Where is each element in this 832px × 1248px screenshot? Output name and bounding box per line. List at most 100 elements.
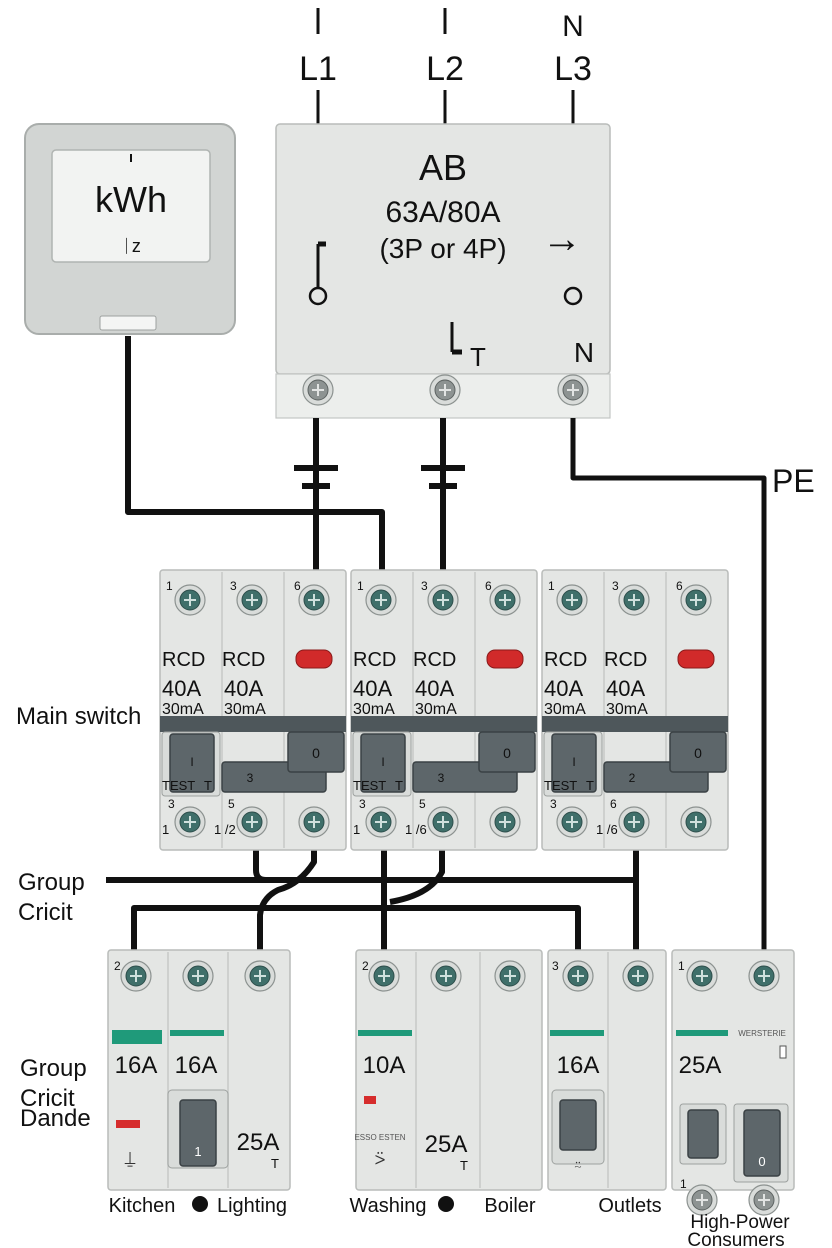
rcd-handle-mark: I	[572, 755, 575, 769]
rcd-test-button[interactable]	[486, 649, 524, 669]
mcb-left-t: T	[271, 1156, 279, 1171]
rcd-bottom-num: 3	[359, 797, 366, 811]
svg-text:WERSTERIE: WERSTERIE	[738, 1029, 786, 1038]
rcd-handle-mark: 2	[629, 771, 636, 785]
rcd-test-label: TEST	[162, 778, 195, 793]
rcd-top-num: 6	[485, 579, 492, 593]
rcd-rating-b: 40A	[224, 676, 263, 701]
rcd-top-num: 1	[166, 579, 173, 593]
rcd-handle-mark: 3	[247, 771, 254, 785]
main-breaker: AB 63A/80A (3P or 4P) → T N	[275, 123, 611, 419]
rcd-handle-1[interactable]	[169, 733, 215, 793]
top-mark-n: N	[562, 10, 584, 43]
mcb-middle-rating-2: 25A	[425, 1131, 468, 1158]
rcd-terminal-num: 1	[162, 822, 169, 837]
circuit-consumers: Consumers	[687, 1230, 784, 1248]
mcb-block-right: 3 16A ⍨ Outlets	[547, 949, 667, 1217]
phase-label-l2: L2	[426, 50, 464, 88]
mcb-block-left: 2 16A 16A 1 25A T ⍊ Kitchen Lighting	[107, 949, 291, 1217]
rcd-sensitivity-a: 30mA	[162, 701, 204, 718]
main-breaker-terminal-l1	[302, 374, 334, 406]
rcd-top-num: 6	[676, 579, 683, 593]
mcb-far-handle-mark: 0	[758, 1154, 765, 1169]
rcd-handle-1[interactable]	[551, 733, 597, 793]
rcd-rating-b: 40A	[415, 676, 454, 701]
rcd-label-b: RCD	[604, 649, 647, 671]
rcd-sensitivity-b: 30mA	[415, 701, 457, 718]
mcb-far-rating-1: 25A	[679, 1052, 722, 1079]
rcd-test-button[interactable]	[295, 649, 333, 669]
rcd-label-a: RCD	[162, 649, 205, 671]
mcb-middle-top-num: 2	[362, 959, 369, 973]
rcd-label-a: RCD	[353, 649, 396, 671]
rcd-handle-3[interactable]	[287, 731, 345, 773]
rcd-handle-mark: 0	[312, 745, 320, 761]
mcb-block-far: 1 WERSTERIE 25A 0 1 High-Power Consumers	[671, 949, 795, 1248]
rcd-t-label: T	[395, 778, 403, 793]
main-breaker-terminal-l2	[429, 374, 461, 406]
meter-pulse-mark: ᛁz	[121, 236, 141, 256]
rcd-terminal-num: 1 /2	[214, 822, 236, 837]
rcd-handle-1[interactable]	[360, 733, 406, 793]
rcd-t-label: T	[204, 778, 212, 793]
rcd-test-button[interactable]	[677, 649, 715, 669]
circuit-high-power: High-Power	[690, 1212, 790, 1233]
mcb-right-top-num: 3	[552, 959, 559, 973]
mcb-far-handle-2[interactable]	[743, 1109, 781, 1177]
mcb-far-top-num: 1	[678, 959, 685, 973]
phase-label-l1: L1	[299, 50, 337, 88]
main-breaker-arrow: →	[542, 217, 582, 261]
group-circuit-label-1: Group	[18, 869, 85, 896]
mcb-left-rating-2: 16A	[175, 1052, 218, 1079]
mcb-left-rating-1: 16A	[115, 1052, 158, 1079]
mcb-left-handle-mark: 1	[194, 1144, 201, 1159]
main-breaker-rating: 63A/80A	[385, 196, 500, 229]
rcd-bottom-num: 5	[228, 797, 235, 811]
rcd-top-num: 3	[230, 579, 237, 593]
main-breaker-poles: (3P or 4P)	[379, 233, 506, 264]
mcb-far-bottom-num: 1	[680, 1177, 687, 1191]
mcb-left-top-num: 2	[114, 959, 121, 973]
circuit-outlets: Outlets	[598, 1195, 661, 1217]
rcd-terminal-num: 1 /6	[596, 822, 618, 837]
main-breaker-terminal-n	[557, 374, 589, 406]
main-breaker-neutral: N	[574, 337, 594, 368]
wiring	[106, 336, 767, 975]
mcb-middle-rating-1: 10A	[363, 1052, 406, 1079]
mcb-left-handle[interactable]	[179, 1099, 217, 1167]
rcd-sensitivity-a: 30mA	[353, 701, 395, 718]
mcb-far-handle-1[interactable]	[687, 1109, 719, 1159]
rcd-sensitivity-b: 30mA	[606, 701, 648, 718]
rcd-top-num: 1	[357, 579, 364, 593]
rcd-bottom-num: 6	[610, 797, 617, 811]
rcd-handle-3[interactable]	[478, 731, 536, 773]
rcd-sensitivity-b: 30mA	[224, 701, 266, 718]
svg-text:⍊: ⍊	[125, 1148, 136, 1168]
rcd-test-label: TEST	[353, 778, 386, 793]
rcd-rating-a: 40A	[162, 676, 201, 701]
rcd-bottom-num: 5	[419, 797, 426, 811]
rcd-sensitivity-a: 30mA	[544, 701, 586, 718]
rcd-top-num: 6	[294, 579, 301, 593]
energy-meter: kWh ᛁz	[24, 123, 236, 335]
group-dande-label-3: Dande	[20, 1105, 91, 1132]
circuit-kitchen: Kitchen	[109, 1195, 176, 1217]
mcb-right-handle[interactable]	[559, 1099, 597, 1151]
circuit-washing: Washing	[349, 1195, 426, 1217]
rcd-top-num: 3	[612, 579, 619, 593]
mcb-block-middle: 2 10A ESSO ESTEN ⍩ 25A T Washing Boiler	[349, 949, 543, 1217]
svg-text:⍩: ⍩	[375, 1148, 386, 1168]
svg-text:ESSO ESTEN: ESSO ESTEN	[354, 1133, 405, 1142]
circuit-lighting: Lighting	[217, 1195, 287, 1217]
group-circuit-label-2: Cricit	[18, 899, 73, 926]
rcd-handle-mark: I	[381, 755, 384, 769]
rcd-label-b: RCD	[413, 649, 456, 671]
rcd-bottom-num: 3	[168, 797, 175, 811]
rcd-handle-3[interactable]	[669, 731, 727, 773]
rcd-rating-b: 40A	[606, 676, 645, 701]
group-dande-label-1: Group	[20, 1055, 87, 1082]
